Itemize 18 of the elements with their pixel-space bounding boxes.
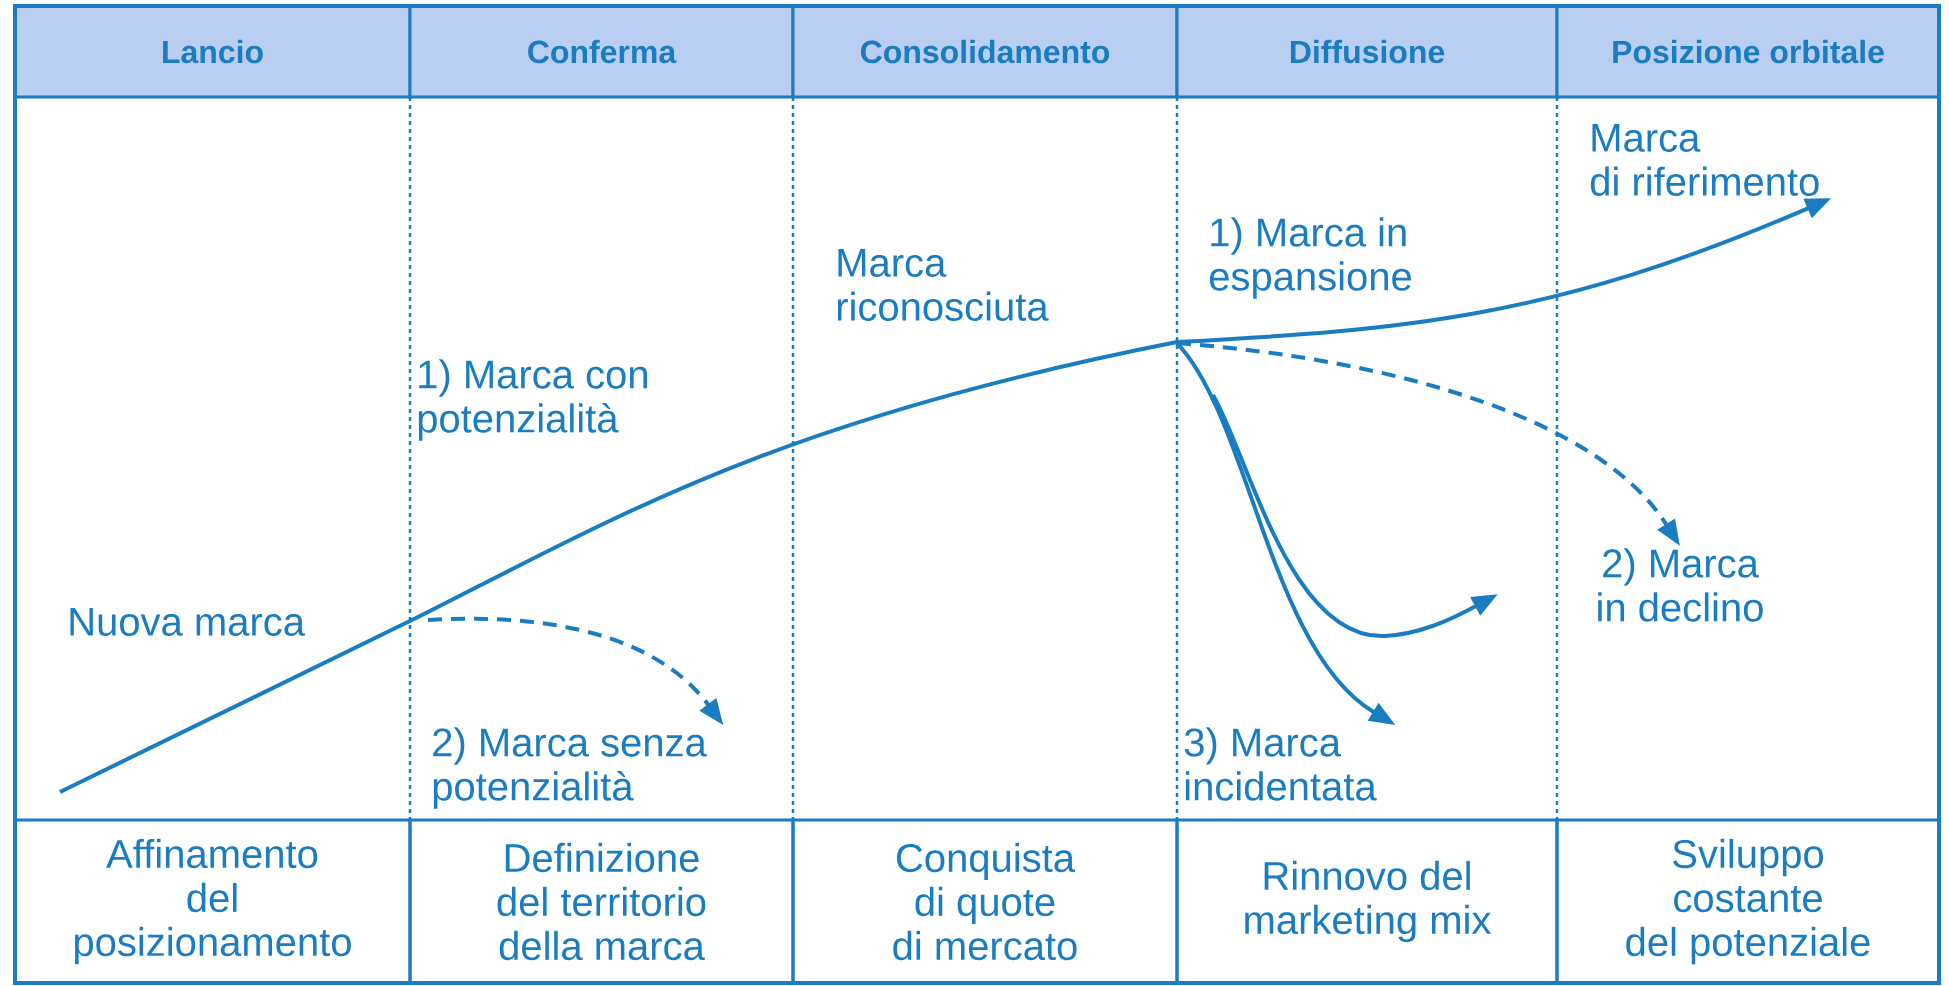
curve-label: Marca di riferimento (1590, 124, 1819, 196)
column-header: Consolidamento (791, 4, 1179, 99)
curve-label: 1) Marca con potenzialità (418, 359, 647, 441)
column-header: Posizione orbitale (1555, 4, 1941, 99)
stage-cell: Conquista di quote di mercato (791, 818, 1179, 985)
stage-cell: Affinamento del posizionamento (13, 818, 412, 985)
column-header: Diffusione (1175, 4, 1559, 99)
curve-label: 1) Marca in espansione (1209, 217, 1411, 299)
curve-label: Nuova marca (70, 608, 305, 636)
stage-cell: Rinnovo del marketing mix (1175, 818, 1559, 985)
curve-label: 3) Marca incidentata (1184, 727, 1377, 801)
curve-label: Marca riconosciuta (837, 249, 1049, 321)
column-header: Conferma (408, 4, 795, 99)
stage-cell: Definizione del territorio della marca (408, 818, 795, 985)
stage-cell: Sviluppo costante del potenziale (1555, 818, 1941, 985)
column-header: Lancio (13, 4, 412, 99)
curve-label: 2) Marca in declino (1598, 548, 1763, 622)
curve-label: 2) Marca senza potenzialità (433, 727, 707, 809)
